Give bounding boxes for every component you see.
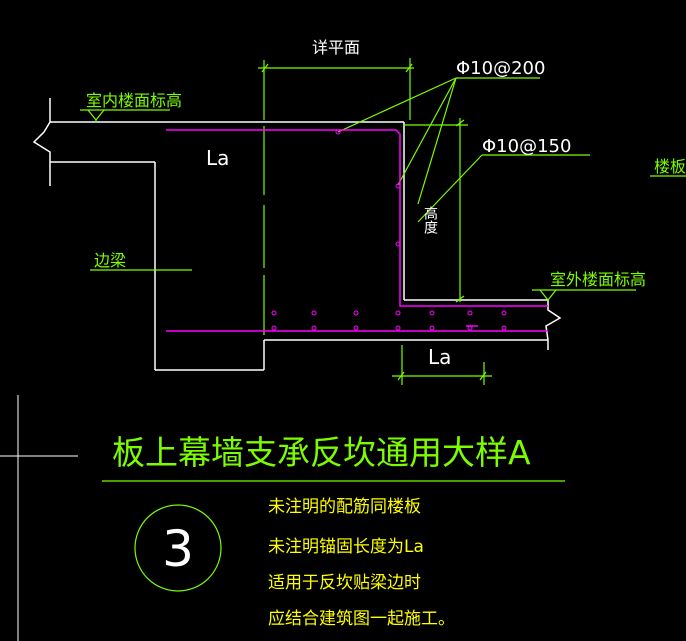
note-line: 未注明的配筋同楼板 [268,497,421,517]
indoor-floor-elevation-label: 室内楼面标高 [86,91,182,110]
anchor-la-bottom-label: La [428,345,451,369]
detail-number: 3 [162,520,194,578]
rebar-dots [271,129,507,331]
notes: 未注明的配筋同楼板 未注明锚固长度为La 适用于反坎贴梁边时 应结合建筑图一起施… [268,497,455,629]
rebar-mid-label: Φ10@150 [482,136,571,157]
note-line: 应结合建筑图一起施工。 [268,609,455,629]
rebar [166,129,548,332]
note-line: 适用于反坎贴梁边时 [268,573,421,593]
edge-beam-label: 边梁 [94,251,126,270]
dimension-lines [80,58,686,592]
anchor-la-top-label: La [206,146,229,170]
floor-slab-label: 楼板 [654,157,686,176]
detail-plan-label: 详平面 [312,38,360,57]
concrete-outline [32,98,562,371]
height-label: 高度 [422,205,438,234]
note-line: 未注明锚固长度为La [268,537,424,557]
outdoor-floor-elevation-label: 室外楼面标高 [550,270,646,289]
crosshair [0,395,78,641]
drawing-title: 板上幕墙支承反坎通用大样A [112,433,531,472]
rebar-top-label: Φ10@200 [456,58,545,79]
